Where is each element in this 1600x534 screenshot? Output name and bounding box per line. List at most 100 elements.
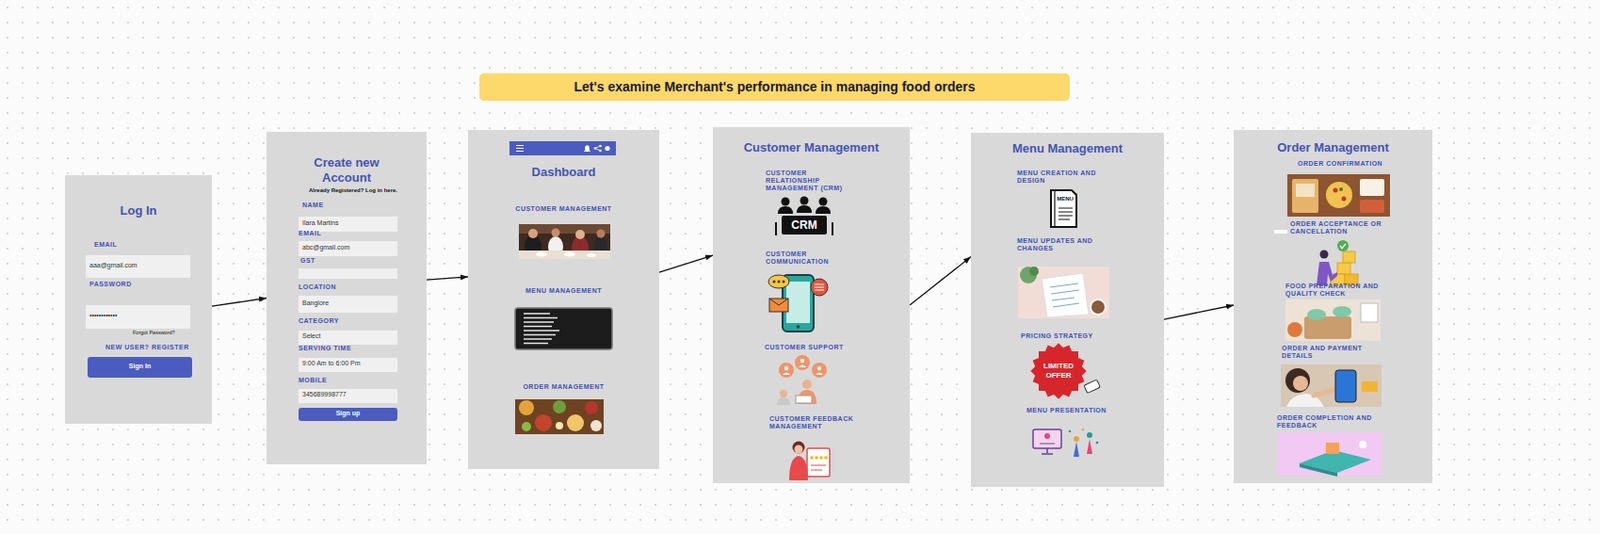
payment-photo xyxy=(1361,381,1378,392)
section-label: CUSTOMER MANAGEMENT xyxy=(515,205,612,213)
food-photo xyxy=(566,414,584,432)
field-value: Banglore xyxy=(298,295,333,310)
field-value: Select xyxy=(298,330,324,342)
acceptance-icon xyxy=(1337,262,1351,275)
feedback-icon xyxy=(824,455,828,460)
menu-board xyxy=(523,313,560,344)
support-icon xyxy=(784,366,789,371)
dashboard-topbar xyxy=(509,141,616,156)
acceptance-icon xyxy=(1344,274,1358,286)
ui-fragment xyxy=(1274,229,1288,234)
support-icon xyxy=(776,355,827,405)
communication-icon xyxy=(768,274,790,289)
order-photo xyxy=(1287,174,1390,217)
offer-sticker xyxy=(1033,345,1085,398)
section-label: ORDER MANAGEMENT xyxy=(522,383,604,391)
acceptance-icon xyxy=(1316,240,1358,286)
completion-image xyxy=(1277,432,1383,477)
dashboard-topbar xyxy=(516,145,524,152)
section-label: EMAIL xyxy=(298,229,322,238)
text-slot: PRICING STRATEGY xyxy=(1020,332,1094,340)
section-label: MOBILE xyxy=(298,376,327,385)
text-slot: FOOD PREPARATION AND QUALITY CHECK xyxy=(1285,282,1404,298)
text-slot: CUSTOMER SUPPORT xyxy=(764,343,844,352)
section-label: MENU CREATION AND DESIGN xyxy=(1017,169,1116,185)
menu-icon xyxy=(1050,190,1077,227)
menu-update-photo xyxy=(1018,266,1110,319)
screen-panel: Log InEMAILPASSWORDForgot Password?NEW U… xyxy=(64,175,212,424)
menu-board xyxy=(515,307,613,350)
menu-update-photo xyxy=(1029,266,1039,276)
restaurant-photo xyxy=(597,229,606,239)
note-text: Already Registered? Log in here. xyxy=(308,186,398,194)
food-photo xyxy=(518,400,534,416)
acceptance-icon xyxy=(1342,251,1356,263)
feedback-icon xyxy=(792,441,806,454)
presentation-icon xyxy=(1073,436,1080,442)
menu-update-photo xyxy=(1041,273,1089,318)
restaurant-photo xyxy=(564,252,576,258)
panel-heading: Menu Management xyxy=(1012,141,1123,157)
flow-arrow xyxy=(1163,305,1234,320)
prep-photo xyxy=(1304,316,1352,340)
screen-panel: Create new AccountAlready Registered? Lo… xyxy=(266,131,427,465)
text-slot: CUSTOMER COMMUNICATION xyxy=(765,250,846,266)
text-slot: MOBILE xyxy=(298,376,327,385)
support-icon xyxy=(779,389,788,398)
section-label: NEW USER? REGISTER xyxy=(105,343,190,352)
section-label: CUSTOMER SUPPORT xyxy=(764,343,844,352)
input-field: •••••••••••• xyxy=(85,305,191,329)
input-field: 9:00 Am to 6:00 Pm xyxy=(298,357,398,372)
feedback-icon xyxy=(807,448,830,477)
section-label: CUSTOMER RELATIONSHIP MANAGEMENT (CRM) xyxy=(765,169,860,193)
presentation-icon xyxy=(1039,443,1055,445)
icon-label: LIMITED OFFER xyxy=(1035,361,1082,381)
restaurant-photo xyxy=(528,228,538,239)
payment-photo xyxy=(1313,389,1335,396)
section-label: ORDER CONFIRMATION xyxy=(1297,160,1383,168)
prep-photo xyxy=(1285,299,1381,341)
support-icon xyxy=(800,358,805,363)
section-label: CATEGORY xyxy=(298,317,340,325)
input-field: Ilara Martins xyxy=(298,216,398,232)
section-label: GST xyxy=(300,257,316,265)
text-slot: GST xyxy=(300,257,316,265)
menu-icon xyxy=(1058,208,1073,220)
menu-board xyxy=(515,307,613,350)
label-slot: LIMITED OFFER xyxy=(1035,361,1082,381)
section-label: PRICING STRATEGY xyxy=(1020,332,1094,340)
feedback-icon xyxy=(814,455,819,460)
presentation-icon xyxy=(1033,429,1062,449)
button: Sign In xyxy=(87,356,193,378)
input-field: Banglore xyxy=(298,295,398,313)
flow-arrow xyxy=(659,255,713,273)
communication-icon xyxy=(786,281,810,324)
communication-icon xyxy=(777,280,781,284)
label-slot: CRM xyxy=(781,215,827,235)
acceptance-icon xyxy=(1337,240,1349,252)
communication-icon xyxy=(768,274,828,332)
communication-icon xyxy=(796,324,801,329)
support-icon xyxy=(817,366,822,371)
button-label: Sign up xyxy=(332,407,365,419)
dashboard-topbar xyxy=(594,146,598,150)
completion-image xyxy=(1358,440,1367,449)
food-photo xyxy=(584,401,598,415)
feedback-icon xyxy=(789,455,809,481)
crm-icon xyxy=(781,197,791,207)
text-slot: CUSTOMER FEEDBACK MANAGEMENT xyxy=(769,415,873,431)
restaurant-photo xyxy=(518,250,611,259)
prep-photo xyxy=(1332,306,1352,318)
acceptance-icon xyxy=(1320,250,1329,259)
support-icon xyxy=(794,355,810,371)
support-icon xyxy=(798,365,807,369)
crm-icon xyxy=(775,196,833,237)
section-label: ORDER ACCEPTANCE OR CANCELLATION xyxy=(1290,220,1404,236)
text-slot: Menu Management xyxy=(970,141,1164,157)
order-photo xyxy=(1292,178,1319,213)
section-label: LOCATION xyxy=(298,283,337,291)
completion-image xyxy=(1299,463,1338,477)
communication-icon xyxy=(769,298,789,312)
section-label: FOOD PREPARATION AND QUALITY CHECK xyxy=(1285,282,1404,298)
dashboard-topbar xyxy=(604,145,610,151)
